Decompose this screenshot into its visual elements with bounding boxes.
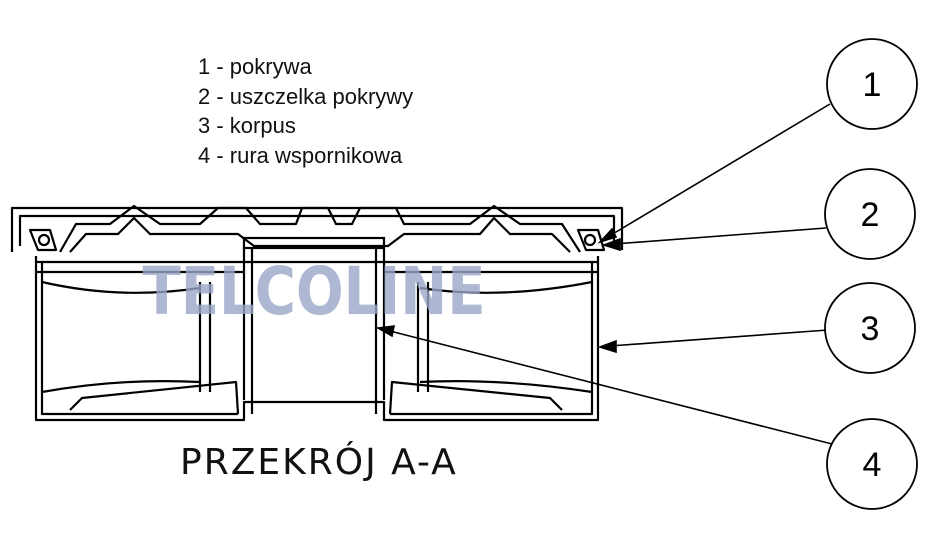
callout-1: 1 [826,38,918,130]
legend-item-2: 2 - uszczelka pokrywy [198,83,414,109]
callout-number: 2 [861,196,880,234]
support-tube [242,236,386,414]
callout-circle [826,418,918,510]
legend-item-4: 4 - rura wspornikowa [198,142,403,168]
parts-legend: 1 - pokrywa 2 - uszczelka pokrywy 3 - ko… [198,52,413,170]
section-title: PRZEKRÓJ A-A [180,442,458,483]
callout-3: 3 [824,282,916,374]
legend-item-1: 1 - pokrywa [198,54,312,79]
callout-2: 2 [824,168,916,260]
callout-number: 4 [863,446,882,484]
callout-number: 1 [863,66,882,104]
watermark-text: TELCOLINE [142,254,485,331]
leader-lines [375,103,833,445]
lid-cover [10,204,624,253]
callout-number: 3 [861,310,880,348]
callout-circle [824,282,916,374]
body-housing [34,256,600,422]
callout-4: 4 [826,418,918,510]
legend-item-3: 3 - korpus [198,113,296,138]
callout-circle [826,38,918,130]
callout-circle [824,168,916,260]
